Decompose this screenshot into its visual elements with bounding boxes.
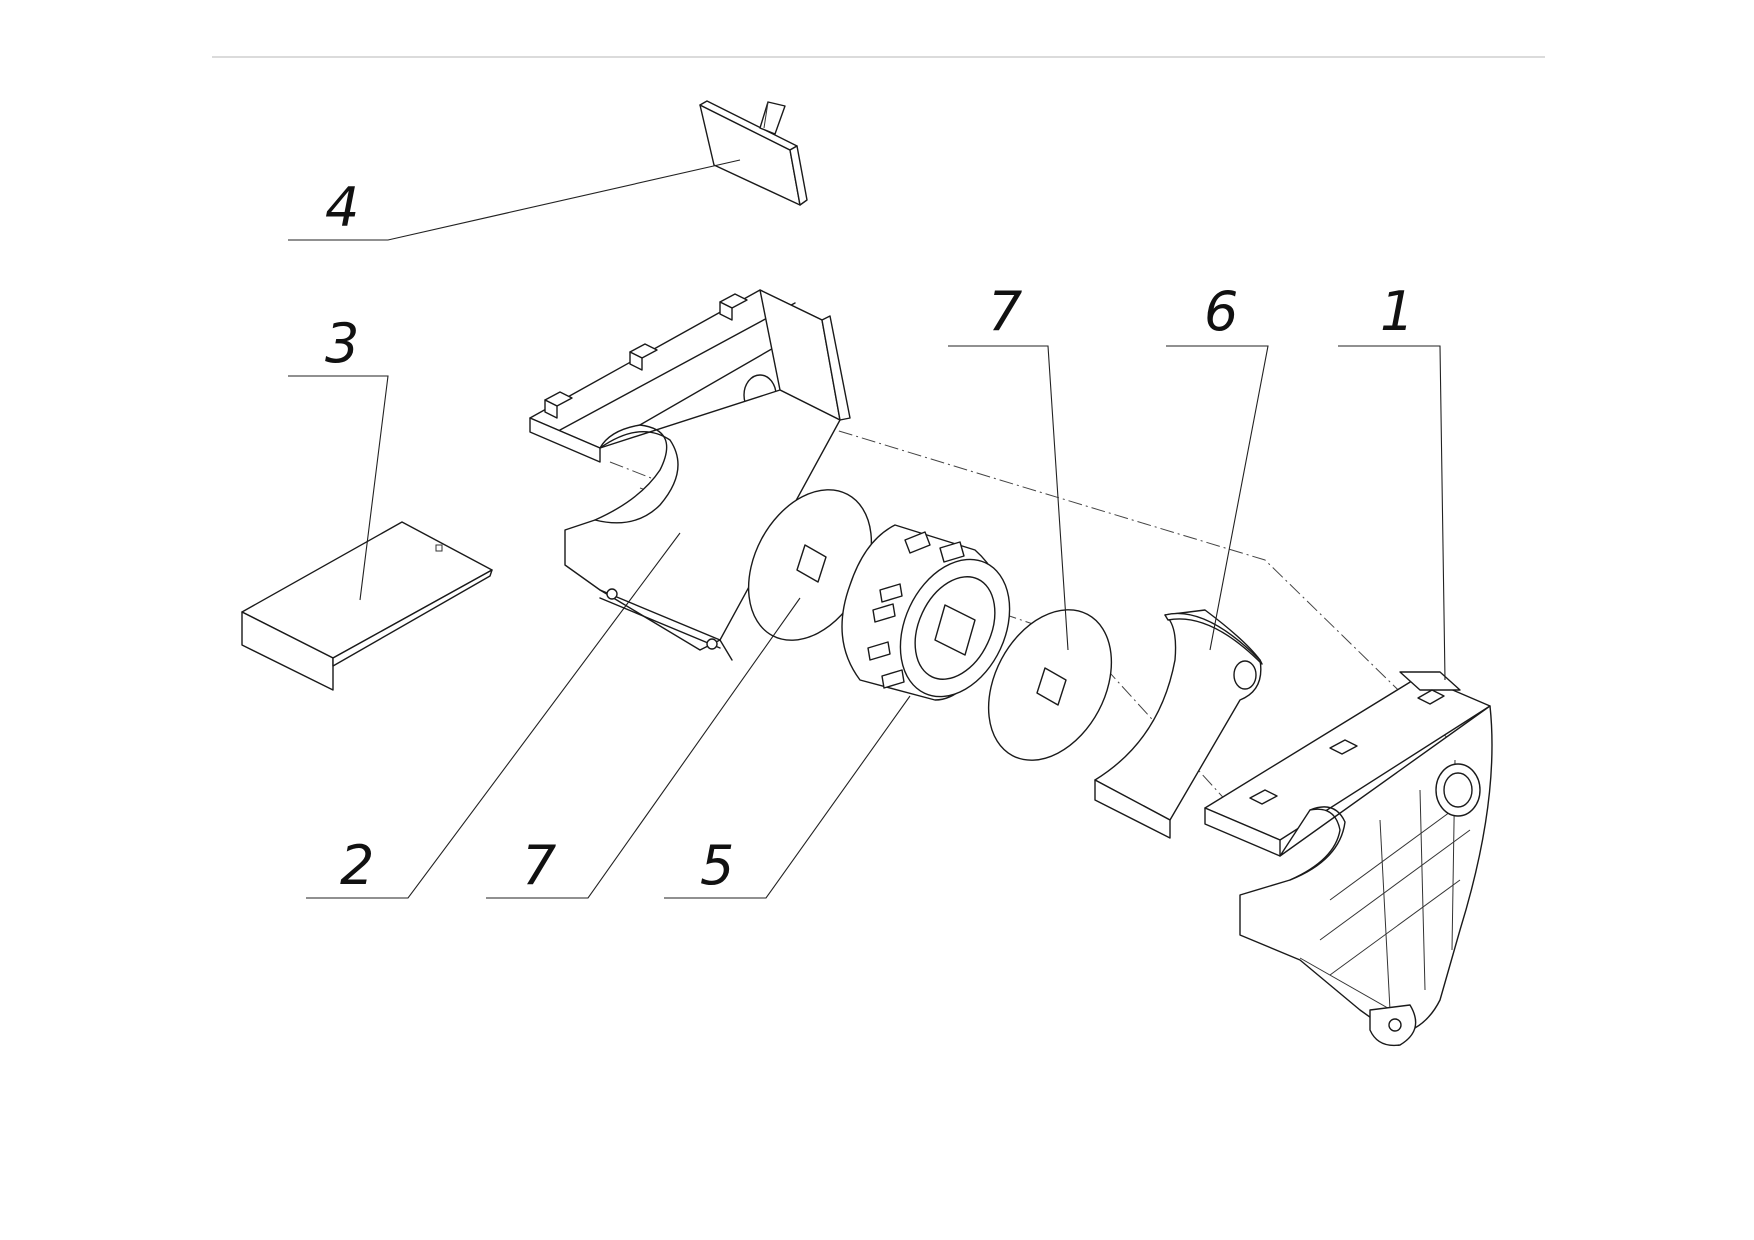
part-1-housing-right xyxy=(1204,671,1493,1047)
leader-lines xyxy=(288,159,1446,899)
callout-part-2: 2 xyxy=(340,834,374,897)
part-4-bracket xyxy=(699,100,808,206)
callout-part-4: 4 xyxy=(325,176,359,239)
part-2-housing-left xyxy=(529,289,851,661)
part-5-hub xyxy=(841,524,1011,701)
callout-part-7-lower: 7 xyxy=(522,834,556,897)
callout-part-6: 6 xyxy=(1204,280,1238,343)
callout-part-3: 3 xyxy=(325,312,359,375)
callout-part-1: 1 xyxy=(1380,280,1414,343)
part-3-cover-plate xyxy=(241,521,493,691)
callout-part-7-upper: 7 xyxy=(988,280,1022,343)
callout-numbers: 4 3 2 7 5 7 6 1 xyxy=(325,176,1414,897)
part-7-washer-left xyxy=(747,489,873,641)
part-6-lever-arm xyxy=(1094,609,1263,839)
callout-part-5: 5 xyxy=(700,834,734,897)
part-7-washer-right xyxy=(987,609,1113,761)
